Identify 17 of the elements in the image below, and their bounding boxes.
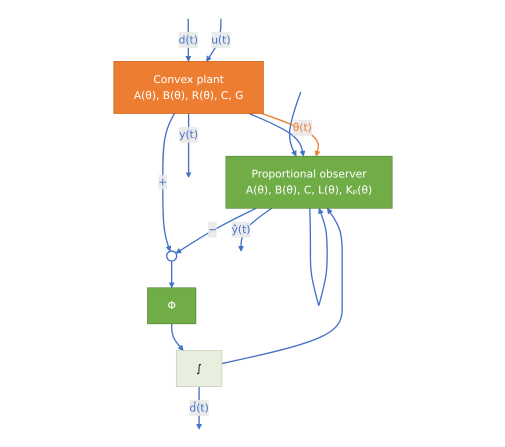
arrow [175,207,256,254]
edge-label: + [158,175,167,188]
arrow [288,91,301,156]
arrow [185,113,192,178]
block-box: Proportional observer A(θ), B(θ), C, L(θ), Kₚ(θ) [225,155,392,208]
block-box: ∫ [175,350,222,386]
arrow [168,260,174,288]
arrow [238,207,272,252]
arrow [162,112,174,252]
arrow [248,112,305,156]
arrow [170,323,184,350]
arrow [221,208,342,364]
block-box: Φ [146,286,196,324]
arrow [318,208,328,306]
summing-junction [166,250,177,262]
block-box: Convex plant A(θ), B(θ), R(θ), C, G [112,60,264,114]
arrow [206,18,222,62]
